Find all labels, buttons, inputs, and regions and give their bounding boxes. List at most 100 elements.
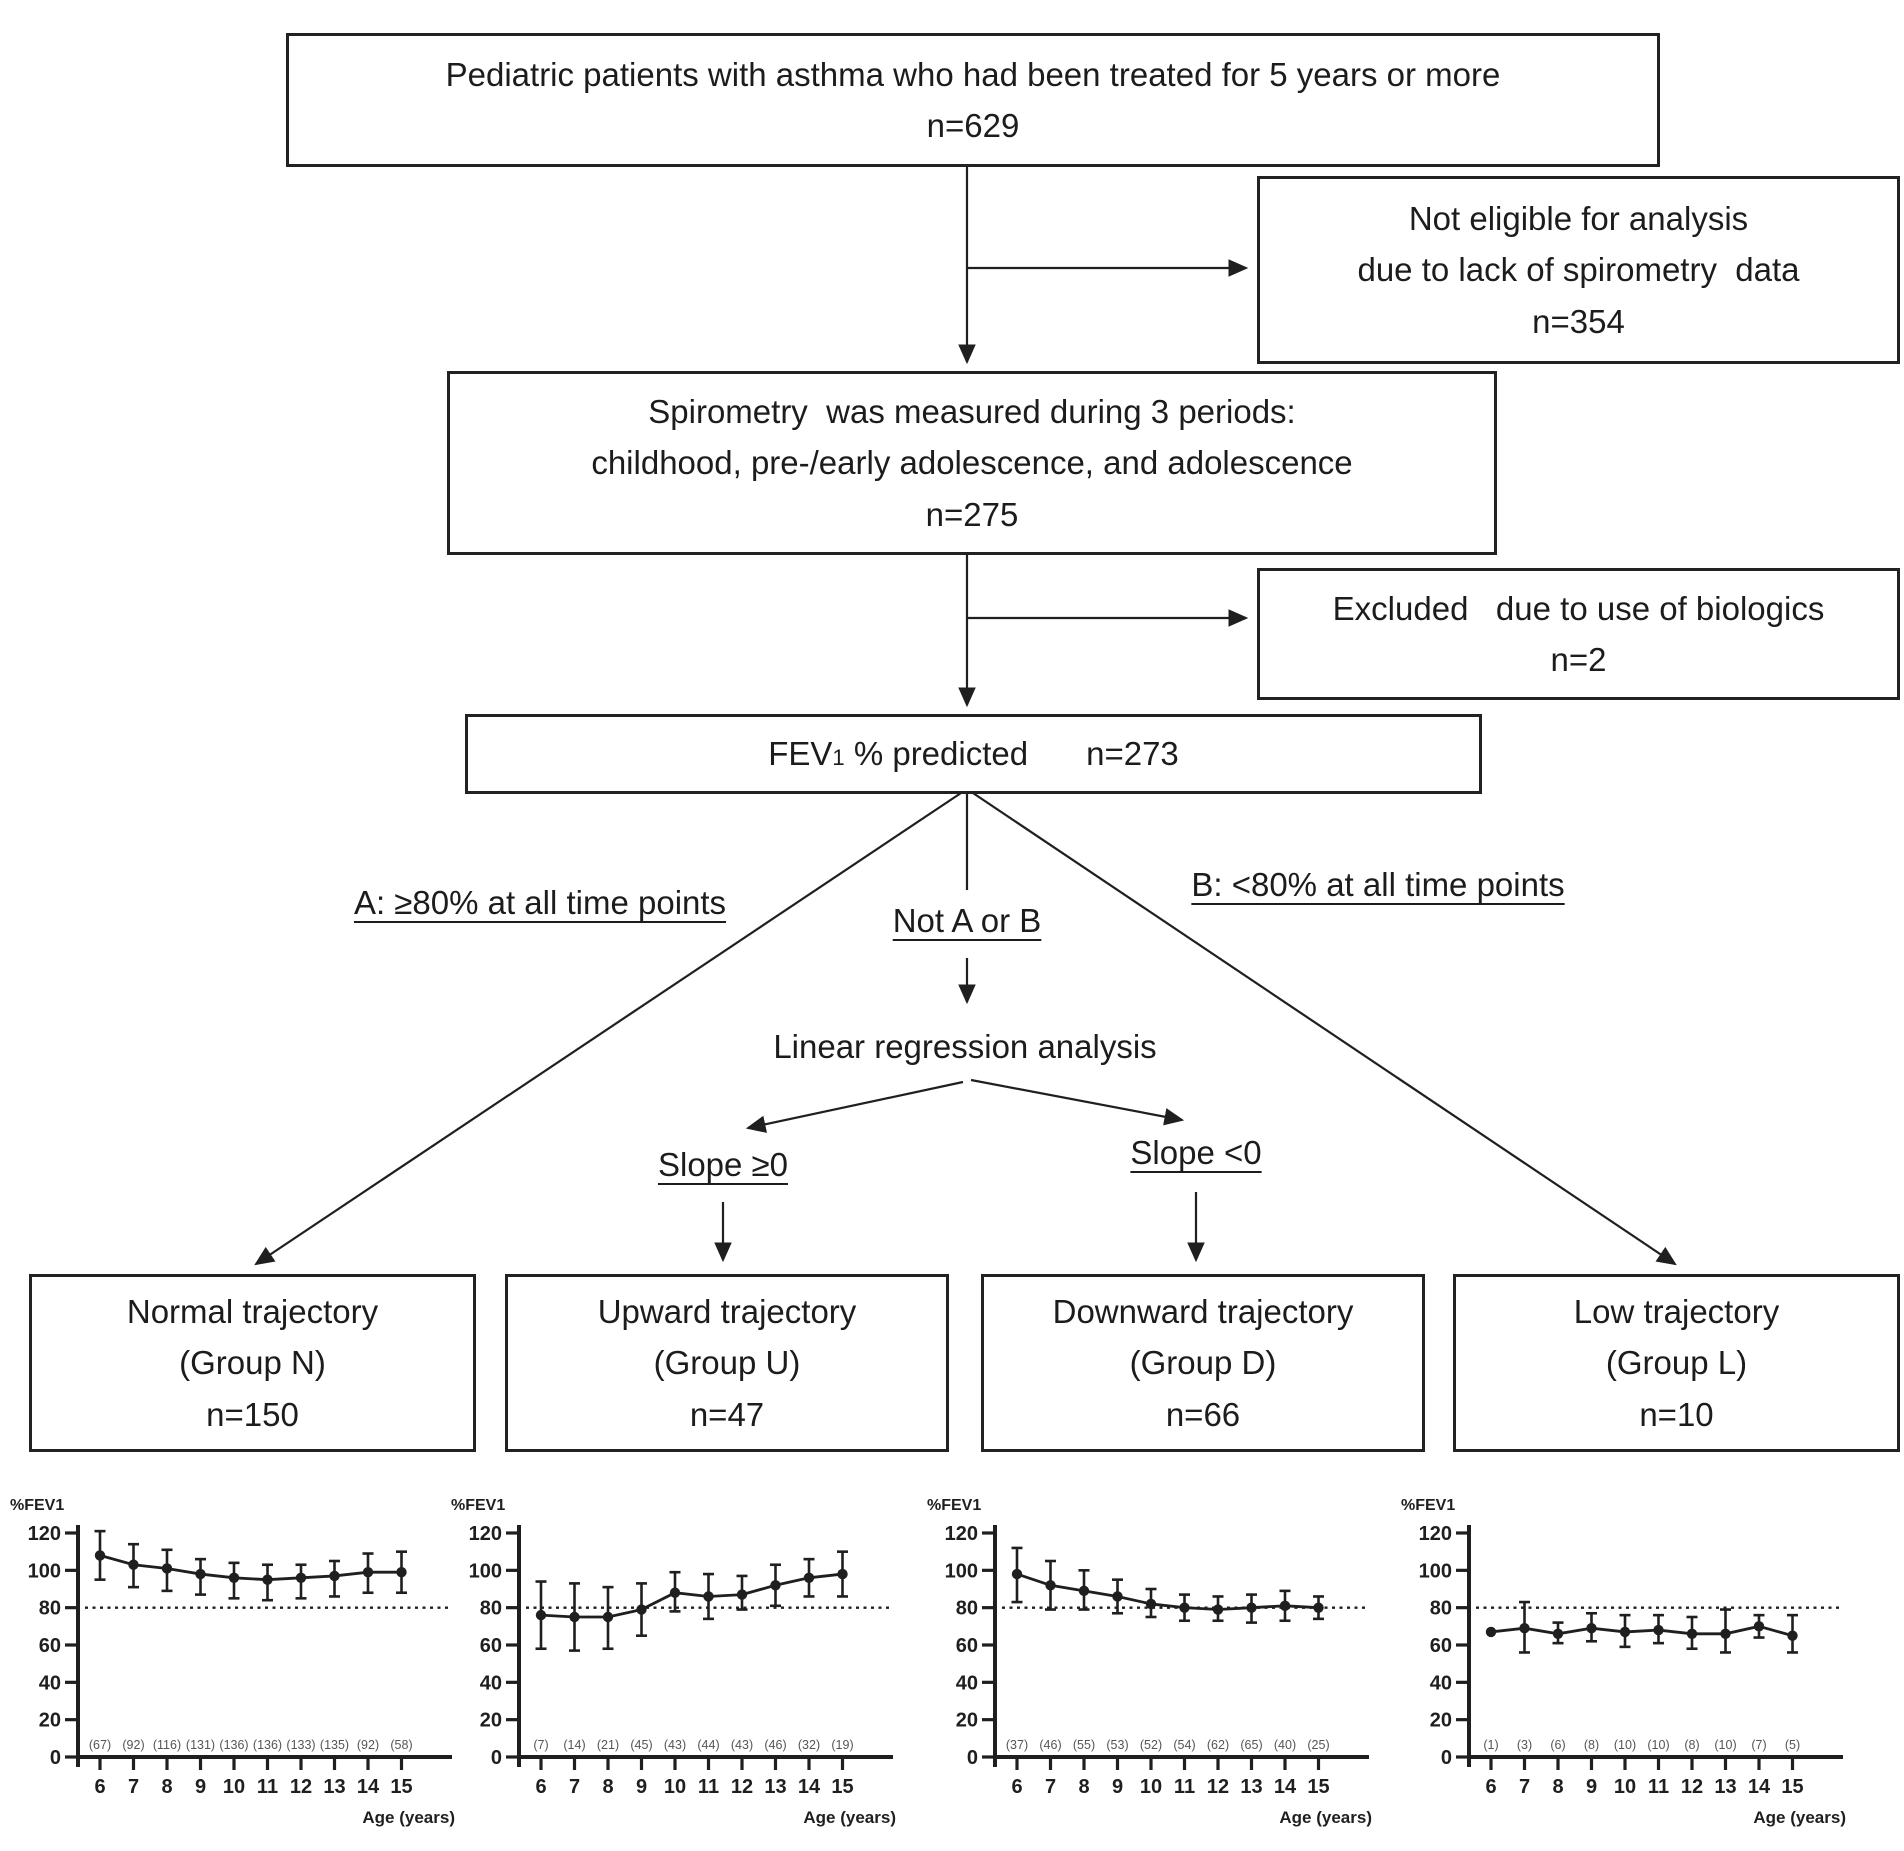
box-spirometry-line2: childhood, pre-/early adolescence, and a…: [591, 444, 1353, 482]
fev-label: FEV: [768, 735, 833, 773]
svg-text:10: 10: [1140, 1776, 1162, 1798]
svg-text:120: 120: [945, 1523, 978, 1545]
svg-text:(92): (92): [357, 1738, 379, 1752]
svg-text:(45): (45): [630, 1738, 652, 1752]
svg-text:(133): (133): [286, 1738, 315, 1752]
box-spirometry-line1: Spirometry was measured during 3 periods…: [648, 392, 1296, 430]
svg-text:(25): (25): [1307, 1738, 1329, 1752]
box-excluded-n: n=2: [1550, 641, 1607, 678]
group-box-low: Low trajectory (Group L) n=10: [1453, 1274, 1900, 1452]
svg-text:Age (years): Age (years): [1279, 1808, 1372, 1827]
svg-text:40: 40: [39, 1672, 61, 1694]
group-downward-label: (Group D): [1129, 1344, 1277, 1382]
svg-text:6: 6: [1485, 1776, 1496, 1798]
svg-text:80: 80: [956, 1598, 978, 1620]
svg-text:100: 100: [1419, 1560, 1452, 1582]
svg-text:0: 0: [967, 1747, 978, 1769]
svg-text:60: 60: [956, 1635, 978, 1657]
svg-text:6: 6: [535, 1776, 546, 1798]
svg-text:(55): (55): [1073, 1738, 1095, 1752]
svg-text:(58): (58): [390, 1738, 412, 1752]
svg-text:20: 20: [480, 1710, 502, 1732]
svg-text:120: 120: [28, 1523, 61, 1545]
svg-text:(7): (7): [533, 1738, 548, 1752]
fev-subscript: 1: [832, 745, 845, 771]
svg-text:20: 20: [956, 1710, 978, 1732]
group-low-n: n=10: [1639, 1395, 1714, 1433]
svg-text:(135): (135): [320, 1738, 349, 1752]
svg-text:100: 100: [945, 1560, 978, 1582]
svg-text:10: 10: [1614, 1776, 1636, 1798]
svg-text:20: 20: [39, 1710, 61, 1732]
box-spirometry: Spirometry was measured during 3 periods…: [447, 371, 1497, 555]
svg-text:14: 14: [1748, 1776, 1771, 1798]
svg-text:(8): (8): [1584, 1738, 1599, 1752]
svg-text:(21): (21): [597, 1738, 619, 1752]
svg-text:9: 9: [1586, 1776, 1597, 1798]
fev-label-rest: % predicted: [844, 735, 1029, 773]
svg-text:(67): (67): [89, 1738, 111, 1752]
svg-text:8: 8: [602, 1776, 613, 1798]
svg-text:13: 13: [1714, 1776, 1736, 1798]
svg-text:(131): (131): [186, 1738, 215, 1752]
svg-text:14: 14: [357, 1776, 380, 1798]
svg-text:13: 13: [1240, 1776, 1262, 1798]
label-not-a-or-b: Not A or B: [892, 902, 1042, 939]
group-box-downward: Downward trajectory (Group D) n=66: [981, 1274, 1425, 1452]
svg-text:12: 12: [731, 1776, 753, 1798]
svg-text:9: 9: [195, 1776, 206, 1798]
svg-text:(7): (7): [1751, 1738, 1766, 1752]
svg-text:(43): (43): [731, 1738, 753, 1752]
svg-text:8: 8: [161, 1776, 172, 1798]
svg-text:(136): (136): [219, 1738, 248, 1752]
svg-text:15: 15: [390, 1776, 412, 1798]
group-low-label: (Group L): [1605, 1344, 1748, 1382]
svg-text:(52): (52): [1140, 1738, 1162, 1752]
box-excluded-line1: Excluded due to use of biologics: [1332, 589, 1825, 627]
group-upward-n: n=47: [689, 1395, 765, 1433]
group-normal-label: (Group N): [179, 1344, 326, 1382]
box-spirometry-n: n=275: [925, 495, 1019, 533]
svg-text:(92): (92): [122, 1738, 144, 1752]
group-box-upward: Upward trajectory (Group U) n=47: [505, 1274, 949, 1452]
label-branch-b: B: <80% at all time points: [1191, 866, 1565, 903]
arrow-regression-to-slope-lt: [970, 1078, 1185, 1126]
svg-text:Age (years): Age (years): [362, 1808, 455, 1827]
svg-text:(136): (136): [253, 1738, 282, 1752]
svg-text:(40): (40): [1274, 1738, 1296, 1752]
svg-text:(37): (37): [1006, 1738, 1028, 1752]
svg-text:(10): (10): [1714, 1738, 1736, 1752]
svg-text:40: 40: [1430, 1672, 1452, 1694]
svg-text:8: 8: [1078, 1776, 1089, 1798]
group-downward-title: Downward trajectory: [1052, 1292, 1354, 1330]
arrow-fev-to-group-n: [254, 788, 968, 1266]
svg-text:Age (years): Age (years): [1753, 1808, 1846, 1827]
svg-text:%FEV1: %FEV1: [451, 1497, 505, 1514]
svg-text:80: 80: [39, 1598, 61, 1620]
svg-text:10: 10: [664, 1776, 686, 1798]
svg-text:(53): (53): [1106, 1738, 1128, 1752]
svg-text:120: 120: [469, 1523, 502, 1545]
svg-text:(3): (3): [1517, 1738, 1532, 1752]
svg-text:100: 100: [469, 1560, 502, 1582]
svg-text:80: 80: [480, 1598, 502, 1620]
arrow-regression-to-slope-ge: [745, 1080, 964, 1133]
svg-text:15: 15: [1307, 1776, 1329, 1798]
svg-text:13: 13: [323, 1776, 345, 1798]
svg-text:15: 15: [1781, 1776, 1803, 1798]
label-slope-lt: Slope <0: [1130, 1134, 1262, 1171]
svg-text:(14): (14): [563, 1738, 585, 1752]
group-upward-label: (Group U): [653, 1344, 801, 1382]
group-box-normal: Normal trajectory (Group N) n=150: [29, 1274, 476, 1452]
svg-text:6: 6: [94, 1776, 105, 1798]
label-slope-ge: Slope ≥0: [657, 1146, 789, 1183]
svg-text:(10): (10): [1614, 1738, 1636, 1752]
svg-text:(44): (44): [697, 1738, 719, 1752]
box-top-text: Pediatric patients with asthma who had b…: [445, 55, 1501, 93]
box-not-eligible-line1: Not eligible for analysis: [1408, 199, 1749, 237]
